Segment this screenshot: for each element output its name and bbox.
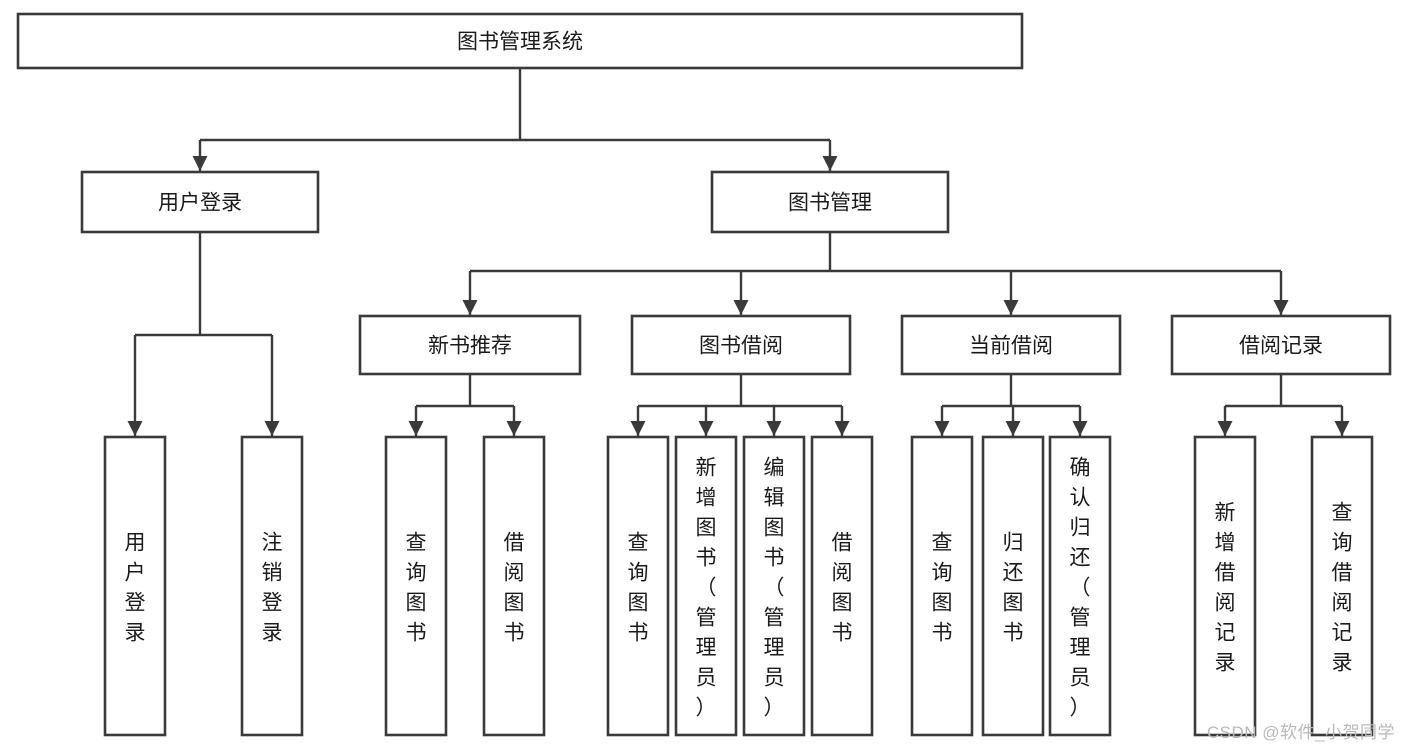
node-book-management[interactable]: 图书管理 [710,170,950,234]
node-label-user-login: 用户登录 [158,192,242,215]
node-label-cb-confirm: 确认归还（管理员） [1070,456,1091,719]
node-label-nbr-borrow: 借阅图书 [504,531,525,644]
node-label-leaf-user-logout: 注销登录 [262,531,283,644]
node-label-br-query: 查询借阅记录 [1332,501,1353,674]
node-nbr-borrow[interactable]: 借阅图书 [482,435,546,737]
node-nbr-query[interactable]: 查询图书 [384,435,448,737]
node-book-borrow[interactable]: 图书借阅 [630,314,852,376]
node-br-add[interactable]: 新增借阅记录 [1193,435,1257,737]
node-bb-add[interactable]: 新增图书（管理员） [674,435,738,737]
node-box-book-borrow[interactable] [630,314,852,376]
node-box-cb-query[interactable] [910,435,974,737]
node-br-query[interactable]: 查询借阅记录 [1310,435,1374,737]
node-new-book-rec[interactable]: 新书推荐 [358,314,582,376]
node-label-bb-edit: 编辑图书（管理员） [764,456,785,719]
node-box-cb-return[interactable] [981,435,1045,737]
node-label-bb-add: 新增图书（管理员） [696,456,717,719]
node-box-br-query[interactable] [1310,435,1374,737]
node-label-leaf-user-login: 用户登录 [125,531,146,644]
node-box-cb-confirm[interactable] [1048,435,1112,737]
node-box-bb-borrow[interactable] [810,435,874,737]
node-box-nbr-query[interactable] [384,435,448,737]
node-box-bb-edit[interactable] [742,435,806,737]
node-label-bb-query: 查询图书 [628,531,649,644]
node-bb-edit[interactable]: 编辑图书（管理员） [742,435,806,737]
node-current-borrow[interactable]: 当前借阅 [900,314,1122,376]
nodes-layer: 图书管理系统用户登录图书管理新书推荐图书借阅当前借阅借阅记录用户登录注销登录查询… [16,12,1392,737]
node-box-book-management[interactable] [710,170,950,234]
node-label-cb-return: 归还图书 [1003,531,1024,644]
node-box-borrow-record[interactable] [1170,314,1392,376]
node-label-current-borrow: 当前借阅 [969,335,1053,358]
node-label-bb-borrow: 借阅图书 [832,531,853,644]
node-box-br-add[interactable] [1193,435,1257,737]
node-leaf-user-logout[interactable]: 注销登录 [240,435,304,737]
node-root[interactable]: 图书管理系统 [16,12,1024,70]
node-bb-query[interactable]: 查询图书 [606,435,670,737]
node-label-book-borrow: 图书借阅 [699,335,783,358]
node-cb-return[interactable]: 归还图书 [981,435,1045,737]
node-label-borrow-record: 借阅记录 [1239,335,1323,358]
node-box-leaf-user-logout[interactable] [240,435,304,737]
node-label-root: 图书管理系统 [457,31,583,54]
node-box-root[interactable] [16,12,1024,70]
node-box-current-borrow[interactable] [900,314,1122,376]
csdn-watermark: CSDN @软件_小贺同学 [1206,723,1395,742]
node-leaf-user-login[interactable]: 用户登录 [103,435,167,737]
node-label-br-add: 新增借阅记录 [1215,501,1236,674]
node-box-bb-query[interactable] [606,435,670,737]
node-label-cb-query: 查询图书 [932,531,953,644]
node-cb-query[interactable]: 查询图书 [910,435,974,737]
node-box-leaf-user-login[interactable] [103,435,167,737]
node-box-bb-add[interactable] [674,435,738,737]
node-label-nbr-query: 查询图书 [406,531,427,644]
node-box-nbr-borrow[interactable] [482,435,546,737]
node-box-user-login[interactable] [80,170,320,234]
node-label-book-management: 图书管理 [788,192,872,215]
node-borrow-record[interactable]: 借阅记录 [1170,314,1392,376]
node-box-new-book-rec[interactable] [358,314,582,376]
connectors-layer [127,68,1350,436]
node-label-new-book-rec: 新书推荐 [428,335,512,358]
node-bb-borrow[interactable]: 借阅图书 [810,435,874,737]
node-user-login[interactable]: 用户登录 [80,170,320,234]
node-cb-confirm[interactable]: 确认归还（管理员） [1048,435,1112,737]
